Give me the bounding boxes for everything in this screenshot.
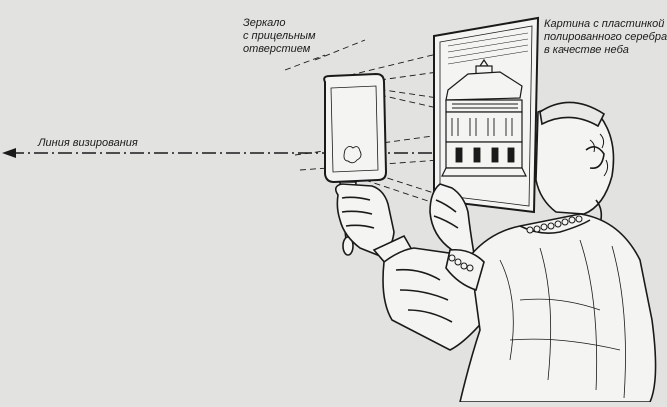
painting-label-line-3: в качестве неба — [544, 44, 629, 56]
man-head — [535, 101, 615, 225]
baptistery-drawing — [441, 58, 527, 177]
hand-left — [334, 183, 414, 266]
mirror-label-line-2: с прицельным — [243, 30, 316, 42]
arrow-head-icon — [2, 148, 16, 158]
mirror-label-line-3: отверстием — [243, 43, 311, 55]
painting-label: Картина с пластинкой полированного сереб… — [544, 18, 667, 57]
sight-line-label: Линия визирования — [38, 137, 138, 149]
man-body — [458, 213, 657, 403]
right-sleeve — [445, 248, 485, 292]
mirror-label-line-1: Зеркало — [243, 17, 286, 29]
painting-label-line-1: Картина с пластинкой — [544, 18, 665, 30]
mirror-label: Зеркало с прицельным отверстием — [243, 17, 316, 56]
painting-label-line-2: полированного серебра — [544, 31, 667, 43]
